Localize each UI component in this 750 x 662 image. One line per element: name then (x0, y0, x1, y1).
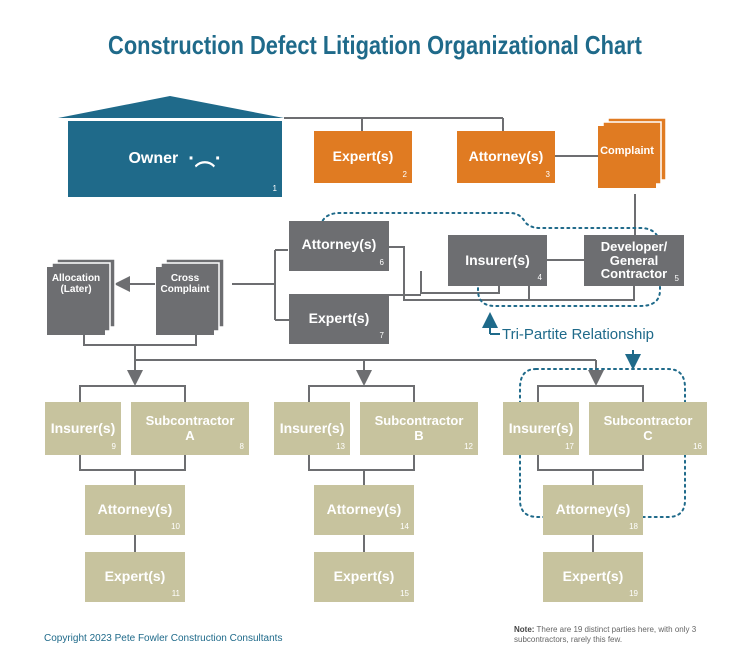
insurer-9-label: Insurer(s) (50, 419, 116, 436)
top-attorneys-box: Attorney(s) 3 (457, 131, 555, 183)
tri-partite-label: Tri-Partite Relationship (502, 326, 654, 343)
attorneys-14-box: Attorney(s) 14 (314, 485, 414, 535)
note-label: Note: (514, 625, 535, 634)
note-body: There are 19 distinct parties here, with… (514, 625, 697, 644)
insurer-13-number: 13 (336, 442, 345, 452)
attorneys-10-box: Attorney(s) 10 (85, 485, 185, 535)
subcontractor-c-label: Subcontractor C (603, 413, 693, 443)
insurer-4-number: 4 (537, 273, 542, 283)
attorneys-14-label: Attorney(s) (326, 501, 402, 518)
note-text: Note: There are 19 distinct parties here… (514, 625, 724, 645)
insurer-17-label: Insurer(s) (508, 419, 574, 436)
cross-complaint-label: Cross Complaint (160, 273, 210, 295)
experts-7-number: 7 (379, 331, 384, 341)
attorneys-10-number: 10 (171, 522, 180, 532)
allocation-label: Allocation (Later) (51, 273, 101, 295)
subcontractor-c-number: 16 (693, 442, 702, 452)
top-experts-box: Expert(s) 2 (314, 131, 412, 183)
experts-19-box: Expert(s) 19 (543, 552, 643, 602)
subcontractor-b-box: Subcontractor B 12 (360, 402, 478, 455)
owner-roof (58, 96, 284, 118)
top-attorneys-number: 3 (545, 170, 550, 180)
page-title: Construction Defect Litigation Organizat… (108, 30, 642, 60)
insurer-13-label: Insurer(s) (279, 419, 345, 436)
cross-complaint-box: Cross Complaint (156, 267, 214, 335)
attorneys-10-label: Attorney(s) (97, 501, 173, 518)
developer-box: Developer/ General Contractor 5 (584, 235, 684, 286)
experts-15-box: Expert(s) 15 (314, 552, 414, 602)
developer-label: Developer/ General Contractor (600, 239, 668, 282)
experts-7-box: Expert(s) 7 (289, 294, 389, 344)
experts-11-box: Expert(s) 11 (85, 552, 185, 602)
top-experts-number: 2 (402, 170, 407, 180)
experts-19-label: Expert(s) (562, 568, 624, 585)
insurer-9-number: 9 (111, 442, 116, 452)
experts-19-number: 19 (629, 589, 638, 599)
owner-number: 1 (272, 184, 277, 194)
experts-15-number: 15 (400, 589, 409, 599)
developer-number: 5 (674, 273, 679, 283)
complaint-label: Complaint (600, 145, 654, 157)
experts-15-label: Expert(s) (333, 568, 395, 585)
attorneys-18-number: 18 (629, 522, 638, 532)
experts-11-number: 11 (171, 589, 180, 599)
insurer-13-box: Insurer(s) 13 (274, 402, 350, 455)
attorneys-18-box: Attorney(s) 18 (543, 485, 643, 535)
top-attorneys-label: Attorney(s) (468, 148, 544, 165)
allocation-box: Allocation (Later) (47, 267, 105, 335)
attorneys-6-box: Attorney(s) 6 (289, 221, 389, 271)
insurer-17-number: 17 (565, 442, 574, 452)
experts-7-label: Expert(s) (308, 310, 370, 327)
insurer-4-box: Insurer(s) 4 (448, 235, 547, 286)
owner-label: Owner (128, 150, 179, 168)
copyright-text: Copyright 2023 Pete Fowler Construction … (44, 633, 283, 644)
top-experts-label: Expert(s) (332, 148, 394, 165)
owner-box: Owner ·︵· 1 (68, 121, 282, 197)
attorneys-18-label: Attorney(s) (555, 501, 631, 518)
subcontractor-b-label: Subcontractor B (374, 413, 464, 443)
subcontractor-b-number: 12 (464, 442, 473, 452)
subcontractor-a-label: Subcontractor A (145, 413, 235, 443)
attorneys-6-label: Attorney(s) (301, 236, 377, 252)
insurer-9-box: Insurer(s) 9 (45, 402, 121, 455)
attorneys-6-number: 6 (379, 258, 384, 268)
experts-11-label: Expert(s) (104, 568, 166, 585)
insurer-4-label: Insurer(s) (465, 251, 530, 268)
complaint-box: Complaint (598, 126, 656, 188)
attorneys-14-number: 14 (400, 522, 409, 532)
subcontractor-a-number: 8 (239, 442, 244, 452)
insurer-17-box: Insurer(s) 17 (503, 402, 579, 455)
subcontractor-a-box: Subcontractor A 8 (131, 402, 249, 455)
subcontractor-c-box: Subcontractor C 16 (589, 402, 707, 455)
sad-face-icon: ·︵· (188, 148, 222, 170)
